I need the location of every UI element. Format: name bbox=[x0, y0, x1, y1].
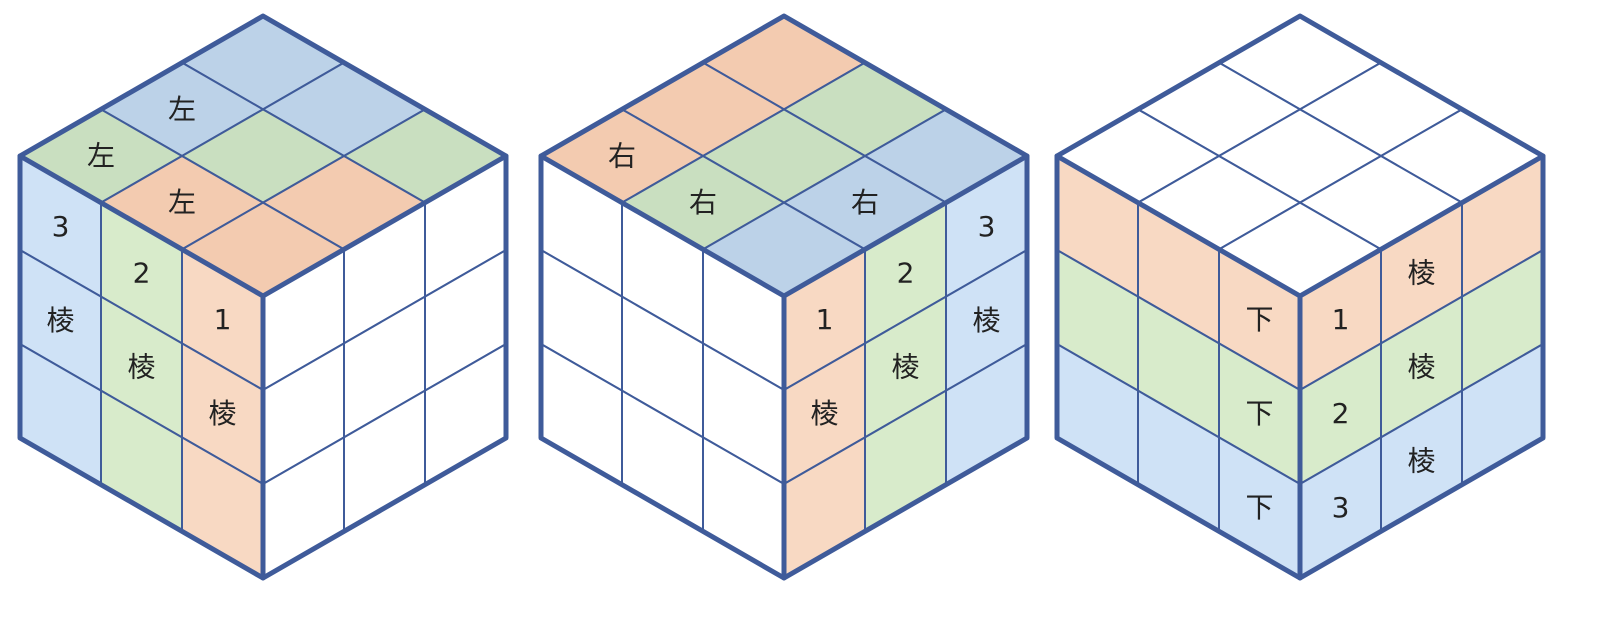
right-cell-label: 3 bbox=[978, 210, 996, 243]
top-cell-label: 左 bbox=[168, 186, 196, 219]
right-cell-label: 3 bbox=[1332, 491, 1350, 524]
cube-outline bbox=[538, 13, 1030, 581]
left-cell-label: 1 bbox=[214, 303, 232, 336]
left-cell-label: 2 bbox=[133, 257, 151, 290]
top-cell-label: 左 bbox=[168, 93, 196, 126]
left-cell-label: 3 bbox=[52, 210, 70, 243]
left-cell-label: 下 bbox=[1245, 303, 1273, 336]
right-cell-label: 棱 bbox=[1407, 445, 1435, 478]
top-cell-label: 右 bbox=[608, 140, 636, 173]
cube-outline bbox=[17, 13, 509, 581]
right-cell-label: 棱 bbox=[810, 397, 838, 430]
left-cell-label: 棱 bbox=[208, 397, 236, 430]
top-cell-label: 左 bbox=[87, 140, 115, 173]
cube-outline bbox=[1054, 13, 1546, 581]
left-cell-label: 下 bbox=[1245, 397, 1273, 430]
left-cell-label: 棱 bbox=[127, 351, 155, 384]
right-cell-label: 1 bbox=[1332, 303, 1350, 336]
left-cell-label: 下 bbox=[1245, 491, 1273, 524]
top-cell-label: 右 bbox=[851, 186, 879, 219]
right-cell-label: 1 bbox=[816, 303, 834, 336]
top-cell-label: 右 bbox=[689, 186, 717, 219]
right-cell-label: 棱 bbox=[891, 351, 919, 384]
left-cell-label: 棱 bbox=[46, 304, 74, 337]
right-cell-label: 2 bbox=[1332, 397, 1350, 430]
right-cell-label: 棱 bbox=[1407, 351, 1435, 384]
right-cell-label: 棱 bbox=[972, 304, 1000, 337]
right-cell-label: 棱 bbox=[1407, 257, 1435, 290]
right-cell-label: 2 bbox=[897, 257, 915, 290]
